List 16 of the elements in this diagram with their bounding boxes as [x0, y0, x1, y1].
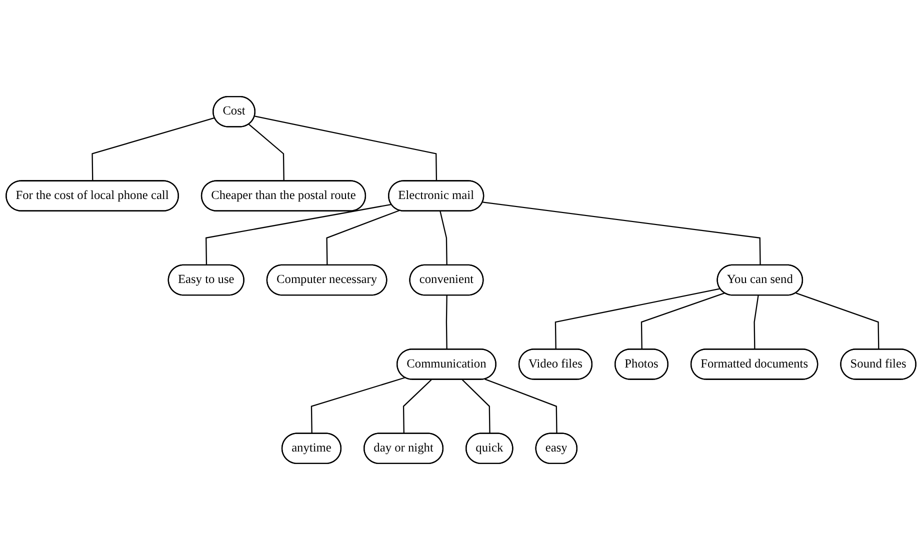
- connector: [254, 116, 438, 182]
- connector: [554, 288, 720, 350]
- connector: [754, 295, 759, 350]
- connector: [402, 379, 432, 434]
- connector: [482, 202, 761, 266]
- connector: [484, 378, 558, 434]
- connector: [462, 379, 490, 434]
- connector: [248, 124, 284, 182]
- connector: [640, 292, 725, 350]
- connector: [92, 117, 215, 182]
- connector: [326, 210, 400, 266]
- connector: [440, 211, 448, 266]
- connector: [446, 295, 448, 350]
- connector: [796, 292, 880, 350]
- connector: [310, 377, 406, 434]
- connector: [206, 204, 392, 266]
